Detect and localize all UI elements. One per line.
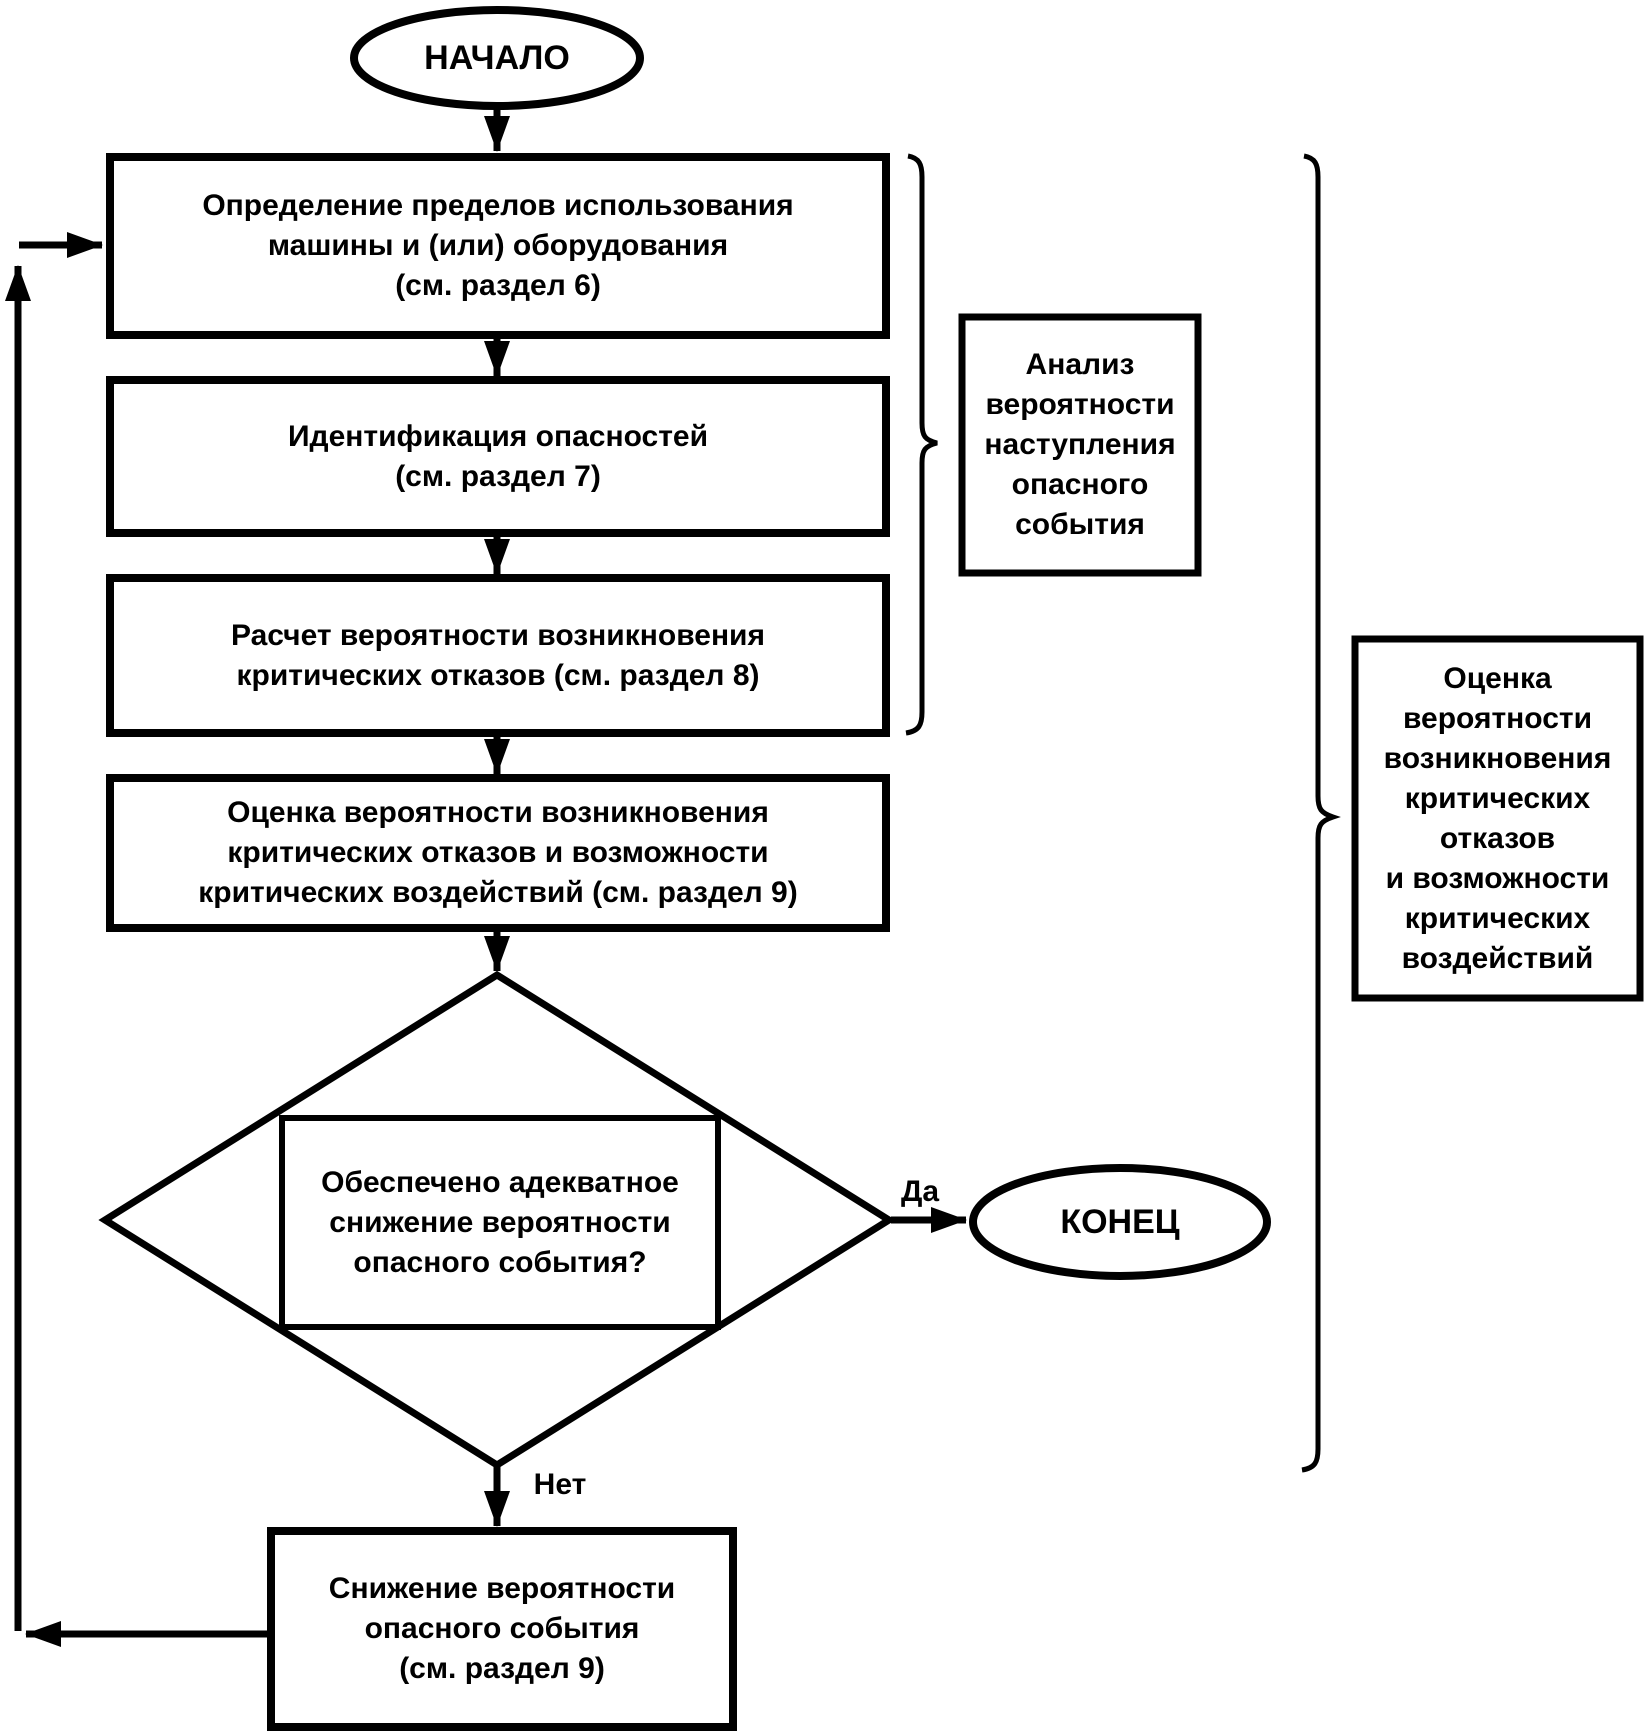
process-box-reduce-probability [267, 1527, 737, 1731]
start-terminator-label: НАЧАЛО [357, 10, 637, 106]
end-terminator-shape [969, 1164, 1271, 1280]
decision-diamond [98, 970, 896, 1470]
identify-hazards-line-2: (см. раздел 7) [395, 459, 601, 493]
end-terminator-label: КОНЕЦ [973, 1168, 1267, 1276]
evaluation-annotation-label: Оценка вероятности возникновения критиче… [1355, 639, 1640, 998]
calc-probability-line-2: критических отказов (см. раздел 8) [236, 658, 760, 692]
evaluation-line-5: отказов [1439, 821, 1556, 855]
analysis-line-3: наступления [984, 428, 1176, 461]
decision-line-3: опасного события? [353, 1245, 647, 1279]
evaluation-line-4: критических [1404, 781, 1591, 815]
reduce-probability-line-3: (см. раздел 9) [399, 1652, 605, 1685]
reduce-probability-line-2: опасного события [364, 1612, 640, 1645]
process-identify-hazards-label: Идентификация опасностей (см. раздел 7) [110, 380, 886, 533]
reduce-probability-line-1: Снижение вероятности [328, 1572, 676, 1605]
analysis-line-5: события [1015, 508, 1145, 541]
end-label-text: КОНЕЦ [1060, 1203, 1180, 1241]
start-label-text: НАЧАЛО [424, 39, 570, 77]
evaluation-line-8: воздействий [1401, 941, 1594, 975]
start-terminator-shape [350, 6, 644, 110]
analysis-brace [905, 153, 938, 736]
analysis-line-4: опасного [1011, 468, 1149, 501]
identify-hazards-line-1: Идентификация опасностей [287, 419, 709, 453]
decision-line-1: Обеспечено адекватное [321, 1165, 679, 1199]
process-box-define-limits [106, 153, 890, 339]
decision-line-2: снижение вероятности [329, 1205, 671, 1239]
define-limits-line-3: (см. раздел 6) [395, 269, 601, 302]
evaluation-line-7: критических [1404, 901, 1591, 935]
evaluation-line-6: и возможности [1385, 861, 1610, 895]
evaluation-brace [1301, 153, 1341, 1473]
define-limits-line-1: Определение пределов использования [202, 189, 794, 222]
analysis-line-2: вероятности [985, 388, 1175, 421]
process-evaluate-probability-label: Оценка вероятности возникновения критиче… [110, 778, 886, 928]
process-define-limits-label: Определение пределов использования машин… [110, 157, 886, 335]
process-box-calc-probability [106, 574, 890, 737]
calc-probability-line-1: Расчет вероятности возникновения [230, 618, 766, 652]
analysis-annotation-label: Анализ вероятности наступления опасного … [962, 317, 1198, 573]
decision-label: Обеспечено адекватное снижение вероятнос… [282, 1118, 718, 1327]
evaluation-line-3: возникновения [1383, 741, 1612, 775]
process-box-identify-hazards [106, 376, 890, 537]
yes-edge-label: Да [900, 1175, 940, 1208]
evaluation-label-box [1351, 635, 1644, 1002]
evaluate-probability-line-2: критических отказов и возможности [227, 836, 769, 869]
evaluation-line-2: вероятности [1402, 701, 1593, 735]
decision-inner-rect [279, 1115, 721, 1330]
process-reduce-probability-label: Снижение вероятности опасного события (с… [271, 1531, 733, 1727]
analysis-label-box [958, 313, 1202, 577]
no-edge-label: Нет [533, 1468, 587, 1501]
evaluation-line-1: Оценка [1443, 661, 1552, 695]
process-box-evaluate-probability [106, 774, 890, 932]
evaluate-probability-line-1: Оценка вероятности возникновения [227, 796, 769, 829]
define-limits-line-2: машины и (или) оборудования [267, 229, 729, 262]
process-calc-probability-label: Расчет вероятности возникновения критиче… [110, 578, 886, 733]
analysis-line-1: Анализ [1025, 348, 1135, 381]
evaluate-probability-line-3: критических воздействий (см. раздел 9) [198, 876, 798, 909]
